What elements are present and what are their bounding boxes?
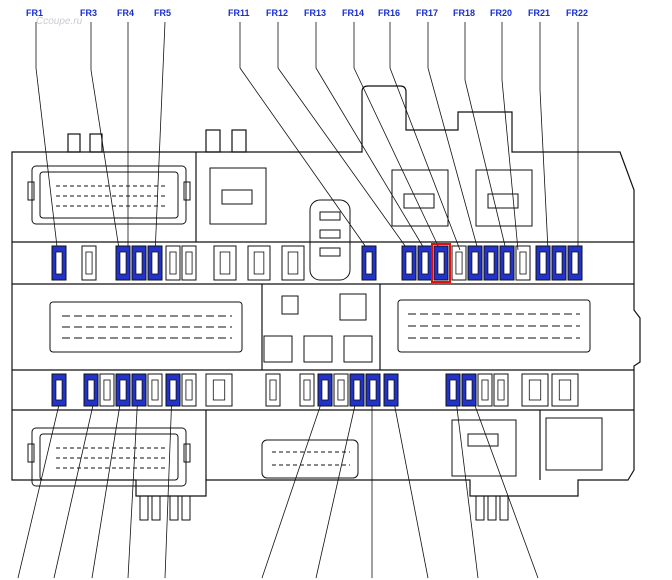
fuse-top-2 (81, 245, 97, 281)
connector-middle-right (397, 299, 591, 353)
fuse-bottom-14 (349, 373, 365, 407)
fuse-row-bottom (51, 373, 579, 407)
fuse-top-16 (467, 245, 483, 281)
fuse-bottom-22 (551, 373, 579, 407)
leader-lines-bottom (17, 391, 539, 579)
leader-lines-top (35, 21, 579, 256)
fuse-bottom-2 (83, 373, 99, 407)
fuse-top-20 (535, 245, 551, 281)
fuse-bottom-6 (147, 373, 163, 407)
fuse-bottom-4 (115, 373, 131, 407)
fuse-bottom-10 (265, 373, 281, 407)
connector-middle-left (49, 301, 243, 353)
fuse-row-top (51, 243, 583, 283)
fuse-top-8 (213, 245, 237, 281)
fuse-top-7 (181, 245, 197, 281)
fuse-bottom-9 (205, 373, 233, 407)
fuse-bottom-21 (521, 373, 549, 407)
label-fr3: FR3 (80, 8, 97, 18)
connector-bottom-left (27, 427, 191, 487)
fuse-top-6 (165, 245, 181, 281)
fuse-bottom-17 (445, 373, 461, 407)
connector-top-left (27, 165, 191, 225)
highlighted-fuse-marker (431, 243, 451, 283)
fuse-top-1 (51, 245, 67, 281)
fuse-top-4 (131, 245, 147, 281)
bottom-tabs (139, 495, 509, 521)
fuse-top-19 (515, 245, 531, 281)
label-fr18: FR18 (453, 8, 475, 18)
fuse-bottom-19 (477, 373, 493, 407)
label-fr17: FR17 (416, 8, 438, 18)
fuse-bottom-7 (165, 373, 181, 407)
label-fr16: FR16 (378, 8, 400, 18)
fuse-bottom-3 (99, 373, 115, 407)
label-fr4: FR4 (117, 8, 134, 18)
center-relays (209, 167, 603, 479)
fuse-bottom-5 (131, 373, 147, 407)
label-fr21: FR21 (528, 8, 550, 18)
top-labels: FR1 FR3 FR4 FR5 FR11 FR12 FR13 FR14 FR16… (26, 8, 588, 18)
housing (11, 85, 641, 497)
label-fr12: FR12 (266, 8, 288, 18)
fuse-bottom-16 (383, 373, 399, 407)
fuse-top-14 (431, 243, 451, 283)
fuse-top-5 (147, 245, 163, 281)
label-fr22: FR22 (566, 8, 588, 18)
label-fr5: FR5 (154, 8, 171, 18)
fuse-top-18 (499, 245, 515, 281)
fuse-top-9 (247, 245, 271, 281)
fuse-top-13 (417, 245, 433, 281)
fuse-top-15 (451, 245, 467, 281)
fuse-bottom-12 (317, 373, 333, 407)
label-fr14: FR14 (342, 8, 364, 18)
fuse-bottom-13 (333, 373, 349, 407)
fuse-bottom-1 (51, 373, 67, 407)
fuse-bottom-11 (299, 373, 315, 407)
fuse-top-10 (281, 245, 305, 281)
label-fr13: FR13 (304, 8, 326, 18)
fuse-top-3 (115, 245, 131, 281)
fuse-bottom-8 (181, 373, 197, 407)
label-fr20: FR20 (490, 8, 512, 18)
fuse-top-12 (401, 245, 417, 281)
label-fr11: FR11 (228, 8, 250, 18)
label-fr1: FR1 (26, 8, 43, 18)
fuse-bottom-20 (493, 373, 509, 407)
fuse-bottom-15 (365, 373, 381, 407)
fuse-bottom-18 (461, 373, 477, 407)
fuse-top-17 (483, 245, 499, 281)
fuse-top-11 (361, 245, 377, 281)
watermark-text: Ccoupe.ru (36, 16, 83, 27)
fuse-top-21 (551, 245, 567, 281)
fuse-top-22 (567, 245, 583, 281)
